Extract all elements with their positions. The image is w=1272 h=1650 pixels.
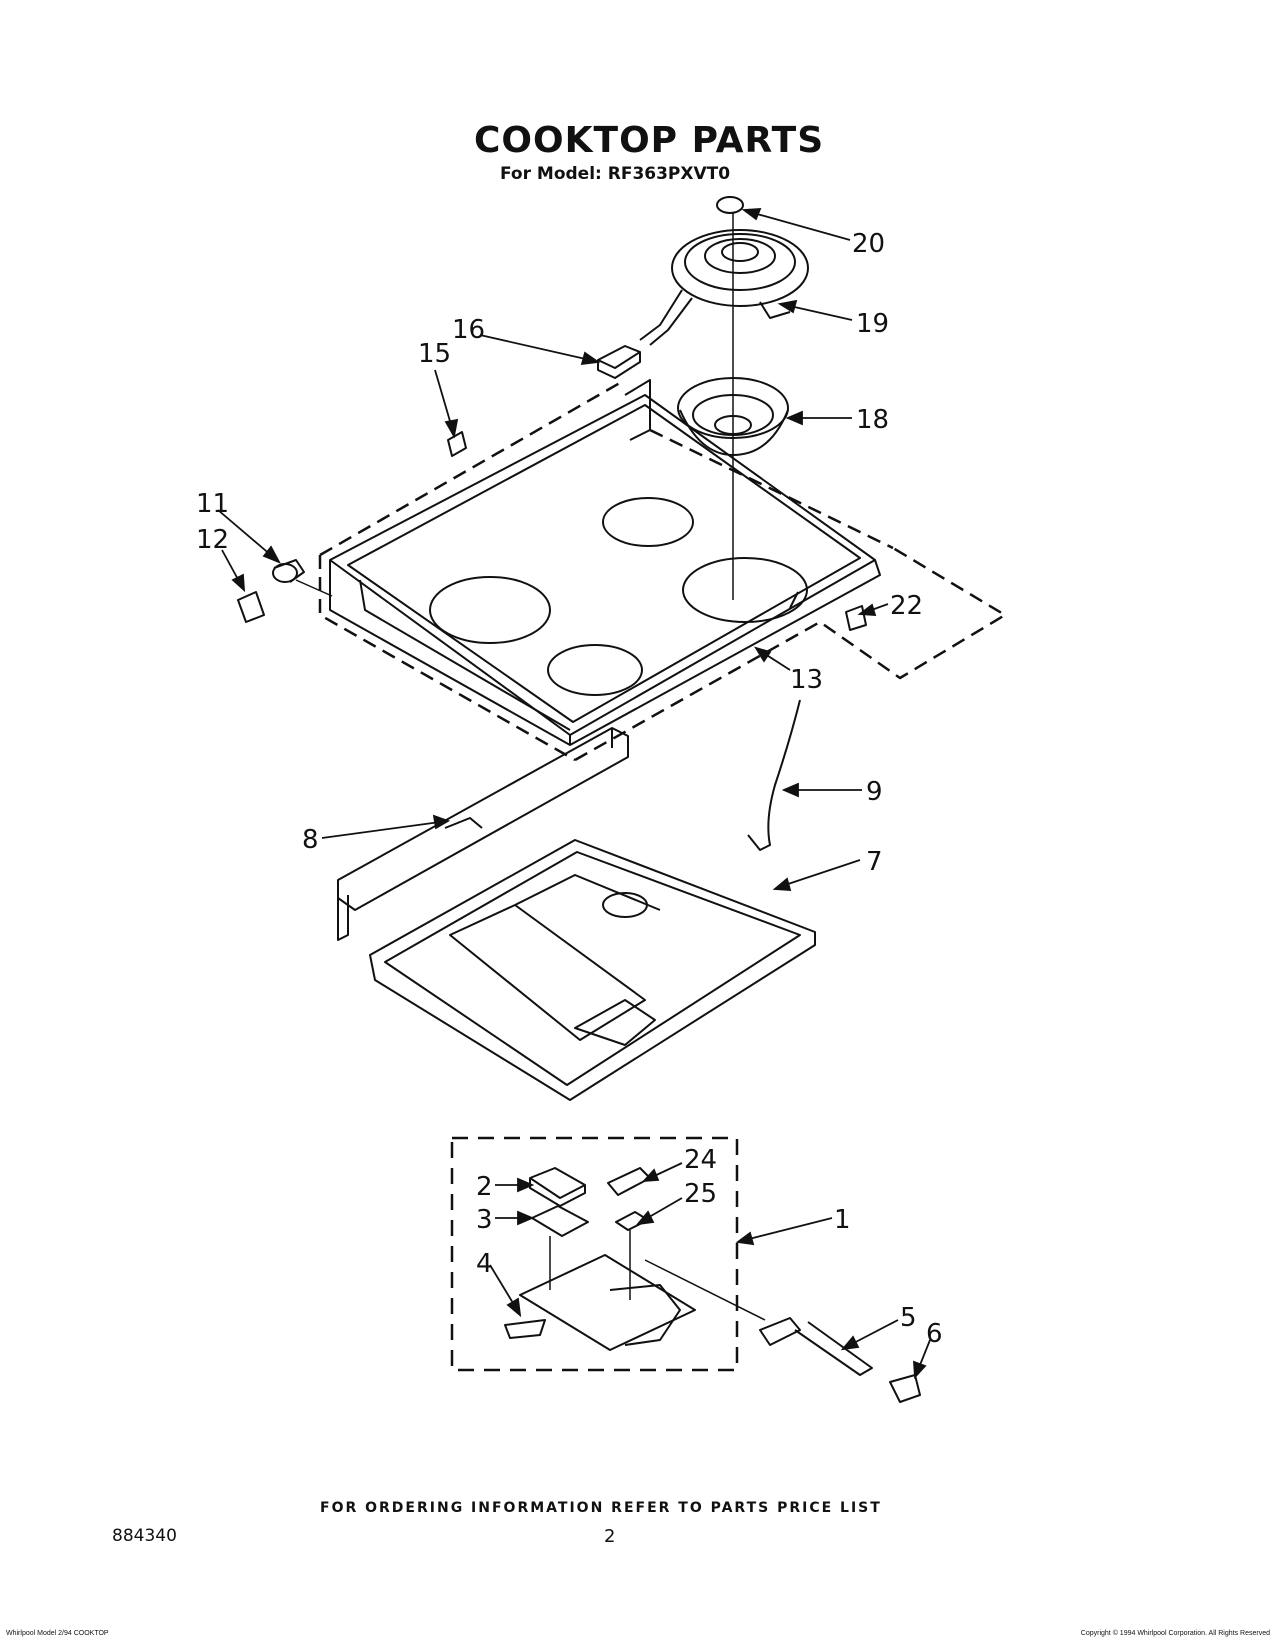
callout-3: 3 [476,1205,493,1235]
callout-16: 16 [452,315,485,345]
callout-13: 13 [790,665,823,695]
burner-box-drawing [369,839,816,1101]
front-trim-drawing [337,727,629,941]
page-title: COOKTOP PARTS [474,120,825,161]
callout-4: 4 [476,1249,493,1279]
callout-2: 2 [476,1172,493,1202]
callout-15: 15 [418,339,451,369]
callout-20: 20 [852,229,885,259]
callout-7: 7 [866,847,883,877]
callout-5: 5 [900,1303,917,1333]
callout-12: 12 [196,525,229,555]
callout-1: 1 [834,1205,851,1235]
callout-8: 8 [302,825,319,855]
model-subtitle: For Model: RF363PXVT0 [500,164,731,184]
document-number: 884340 [112,1526,177,1546]
fine-print-left: Whirlpool Model 2/94 COOKTOP [6,1630,109,1637]
callout-18: 18 [856,405,889,435]
surface-element-drawing [639,229,809,346]
callout-22: 22 [890,591,923,621]
callout-19: 19 [856,309,889,339]
ordering-note: FOR ORDERING INFORMATION REFER TO PARTS … [320,1500,882,1516]
callout-24: 24 [684,1145,717,1175]
switch-assembly-drawing [504,1167,921,1403]
callout-9: 9 [866,777,883,807]
callout-6: 6 [926,1319,943,1349]
callout-25: 25 [684,1179,717,1209]
cooktop-panel-drawing [329,379,881,746]
copyright-fine-print: Copyright © 1994 Whirlpool Corporation. … [1080,1630,1270,1637]
callout-11: 11 [196,489,229,519]
page-number: 2 [604,1526,616,1547]
